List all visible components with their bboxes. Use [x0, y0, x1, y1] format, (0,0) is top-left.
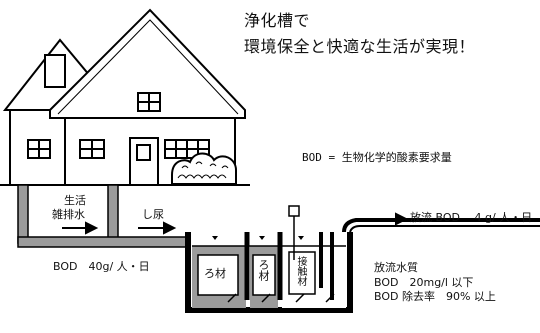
main-roof: [49, 8, 246, 119]
headline-line2: 環境保全と快適な生活が実現！: [244, 37, 476, 56]
chamber-label-1: ろ材: [204, 267, 226, 280]
chamber-label-3: 接触材: [295, 256, 306, 286]
bod-in-label: BOD 40g/ 人・日: [53, 260, 150, 273]
window-attic: [137, 92, 161, 112]
inflow-pipes: [17, 184, 191, 248]
quality-removal: BOD 除去率 90% 以上: [374, 290, 496, 303]
windows: [27, 92, 210, 186]
quality-title: 放流水質: [374, 261, 418, 274]
window-left: [79, 139, 105, 159]
septic-tank: [185, 205, 540, 313]
bod-definition: BOD = 生物化学的酸素要求量: [302, 151, 452, 164]
chimney: [44, 54, 66, 88]
chamber-label-2: ろ材: [257, 259, 270, 281]
door-window: [136, 144, 151, 161]
window-right-1: [164, 139, 188, 159]
shrub: [171, 152, 237, 185]
window-annex: [27, 139, 51, 159]
bod-out-label: 放流 BOD 4 g/ 人・日: [410, 211, 533, 224]
quality-bod: BOD 20mg/l 以下: [374, 276, 474, 289]
headline-line1: 浄化槽で: [244, 11, 311, 30]
inflow-domestic-label-1: 生活: [64, 194, 86, 207]
inflow-night-soil-label: し尿: [142, 208, 164, 221]
inflow-domestic-label-2: 雑排水: [52, 208, 85, 221]
